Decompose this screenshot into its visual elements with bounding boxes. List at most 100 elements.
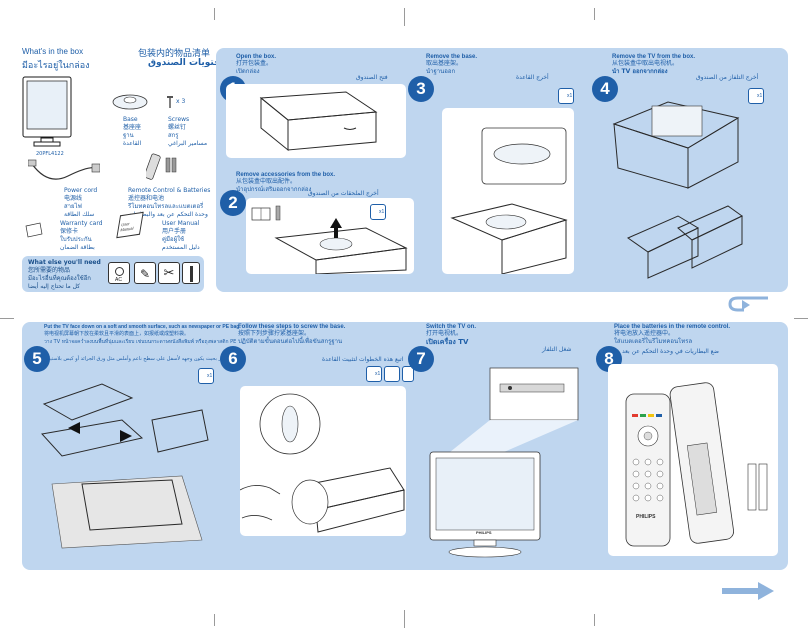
what-else-title-th: มีอะไรอื่นที่คุณต้องใช้อีก: [28, 275, 91, 282]
step-1-zh: 打开包装盒。: [236, 60, 273, 67]
step-5-illustration: [41, 383, 209, 549]
warranty-label-zh: 保修卡: [60, 228, 79, 235]
warranty-label: Warranty card 保修卡 ใบรับประกัน بطاقة الضم…: [60, 220, 103, 252]
step-1-en: Open the box.: [236, 54, 277, 60]
user-manual-label-en: User Manual: [162, 220, 200, 227]
step-2-zh: 从包装盒中取出配件。: [236, 178, 297, 185]
step-3-en: Remove the base.: [426, 54, 478, 60]
power-cord-label-en: Power cord: [64, 187, 98, 194]
remote-label-zh: 遥控器和电池: [128, 195, 165, 202]
ac-outlet-icon: AC: [108, 262, 130, 284]
step-1-illustration: [226, 84, 406, 158]
screws-label-en: Screws: [168, 116, 190, 123]
crop-mark: [594, 8, 595, 20]
step-5-badge-x1: x1: [207, 373, 213, 379]
steps-bottom-panel: 5 Put the TV face down on a soft and smo…: [22, 322, 788, 570]
warranty-label-ar: بطاقة الضمان: [60, 244, 95, 251]
step-1-text: Open the box. 打开包装盒。 เปิดกล่อง: [236, 54, 276, 76]
step-3-th: นำฐานออก: [426, 68, 456, 75]
step-3-illustration: [442, 108, 574, 274]
screws-label-th: สกรู: [168, 132, 179, 139]
step-6-screwdriver-badge: [402, 366, 414, 382]
crop-mark: [594, 614, 595, 626]
open-box-accessories-drawing: [251, 205, 408, 274]
scissors-icon: ✂: [158, 262, 180, 284]
step-7-text: Switch the TV on. 打开电视机。 เปิดเครื่อง TV: [426, 324, 476, 346]
warranty-label-en: Warranty card: [60, 220, 103, 227]
box-title-zh: 包装内的物品清单: [138, 49, 211, 59]
screwdriver-icon: [182, 262, 200, 284]
user-manual-illustration: User Manual: [116, 211, 144, 239]
step-6-illustration: [240, 386, 406, 536]
continue-arrow-left: [728, 296, 768, 312]
user-manual-cover-text: User Manual: [120, 220, 134, 233]
step-5-tv-badge: x1: [198, 368, 214, 384]
step-5-ar: ضع التلفاز بحيث يكون وجهه لأسفل على سطح …: [46, 356, 240, 362]
remove-tv-drawing: [612, 101, 743, 279]
crop-mark: [404, 610, 405, 628]
user-manual-label-th: คู่มือผู้ใช้: [162, 236, 185, 243]
step-3-badge-x1: x1: [567, 93, 573, 99]
base-label-ar: القاعدة: [123, 140, 142, 147]
closed-box-drawing: [259, 91, 378, 152]
screw-base-drawing: [240, 393, 405, 533]
step-3-number: 3: [408, 76, 434, 102]
step-2-remote-badge: x1: [370, 204, 386, 220]
crop-mark: [0, 318, 14, 319]
screw-count: x 3: [176, 98, 186, 105]
step-6-en: Follow these steps to screw the base.: [238, 324, 346, 330]
tv-illustration: [22, 76, 72, 147]
step-8-text: Place the batteries in the remote contro…: [614, 324, 730, 346]
what-else-title-en: What else you'll need: [28, 259, 101, 266]
screw-icon: [167, 96, 173, 108]
step-4-number: 4: [592, 76, 618, 102]
screws-label: Screws 螺丝钉 สกรู مسامير البراغي: [168, 116, 207, 148]
step-7-zh: 打开电视机。: [426, 330, 463, 337]
step-8-th: ใส่แบตเตอรี่ในรีโมทคอนโทรล: [614, 338, 693, 345]
what-else-text: What else you'll need 您所需要的物品 มีอะไรอื่น…: [28, 259, 106, 291]
step-6-zh: 按照下列步骤拧紧基座架。: [238, 330, 311, 337]
remote-label: Remote Control & Batteries 遥控器和电池 รีโมทค…: [128, 187, 210, 219]
power-cord-label: Power cord 电源线 สายไฟ سلك الطاقة: [64, 187, 97, 219]
box-title-th: มีอะไรอยู่ในกล่อง: [22, 61, 90, 71]
step-6-th: ปฏิบัติตามขั้นตอนต่อไปนี้เพื่อขันสกรูฐาน: [238, 338, 343, 345]
step-6-screw-badge: [384, 366, 400, 382]
step-7-ar: شغل التلفاز: [542, 346, 572, 353]
what-else-title-ar: كل ما تحتاج إليه أيضا: [28, 283, 81, 290]
base-illustration: [112, 94, 148, 110]
step-5-en: Put the TV face down on a soft and smoot…: [44, 324, 241, 330]
step-4-text: Remove the TV from the box. 从包装盒中取出电视机。 …: [612, 54, 695, 76]
step-4-tv-badge: x1: [748, 88, 764, 104]
knife-icon: ✎: [134, 262, 156, 284]
step-8-illustration: PHILIPS: [608, 364, 778, 556]
power-cord-label-th: สายไฟ: [64, 203, 82, 210]
step-8-en: Place the batteries in the remote contro…: [614, 324, 731, 330]
crop-mark: [214, 8, 215, 20]
step-4-badge-x1: x1: [757, 93, 763, 99]
step-4-en: Remove the TV from the box.: [612, 54, 696, 60]
remote-brand-label: PHILIPS: [636, 514, 656, 520]
step-2-ar: أخرج الملحقات من الصندوق: [308, 190, 379, 197]
warranty-label-th: ใบรับประกัน: [60, 236, 92, 243]
step-6-tv-badge: x1: [366, 366, 382, 382]
step-6-badge-x1: x1: [375, 371, 381, 377]
step-1-th: เปิดกล่อง: [236, 68, 260, 75]
power-cord-illustration: [28, 159, 100, 180]
crop-mark: [214, 614, 215, 626]
box-title-en: What's in the box: [22, 47, 84, 56]
step-8-zh: 将电池放入遥控器中。: [614, 330, 675, 337]
what-else-title-zh: 您所需要的物品: [28, 267, 71, 274]
step-2-en: Remove accessories from the box.: [236, 172, 336, 178]
step-4-zh: 从包装盒中取出电视机。: [612, 60, 679, 67]
step-6-ar: اتبع هذه الخطوات لتثبيت القاعدة: [322, 356, 404, 363]
step-5-number: 5: [24, 346, 50, 372]
crop-mark: [794, 318, 808, 319]
step-3-tv-badge: x1: [558, 88, 574, 104]
step-2-th: นำอุปกรณ์เสริมออกจากกล่อง: [236, 186, 312, 193]
base-label: Base 基座座 ฐาน القاعدة: [123, 116, 141, 148]
step-1-ar: فتح الصندوق: [356, 74, 388, 81]
remote-label-en: Remote Control & Batteries: [128, 187, 211, 194]
user-manual-label-zh: 用户手册: [162, 228, 187, 235]
remove-base-drawing: [450, 127, 568, 274]
tv-model-label: 20PFL4122: [36, 151, 64, 157]
